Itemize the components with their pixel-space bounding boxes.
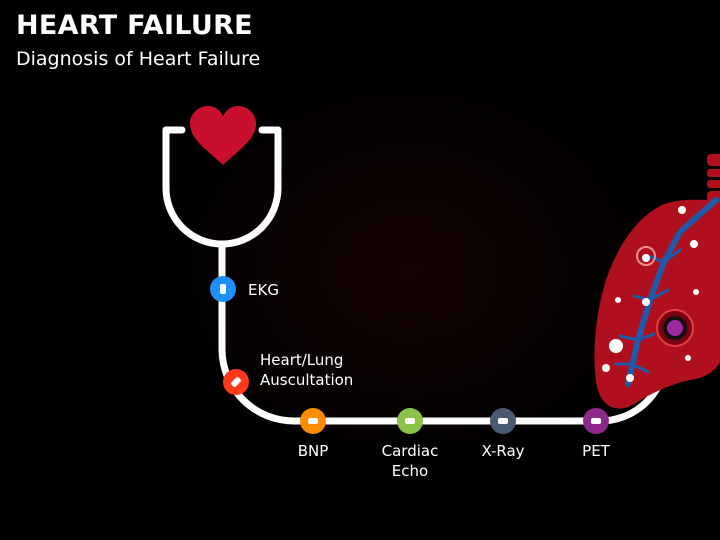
step-marker-4 bbox=[397, 408, 423, 434]
page-title: HEART FAILURE bbox=[16, 10, 253, 41]
step-marker-2 bbox=[223, 369, 249, 395]
lung-icon bbox=[594, 154, 720, 409]
step-marker-3 bbox=[300, 408, 326, 434]
step-label-5: X-Ray bbox=[481, 442, 524, 460]
step-marker-6 bbox=[583, 408, 609, 434]
step-label-3: BNP bbox=[298, 442, 329, 460]
heart-icon bbox=[190, 106, 256, 165]
step-label-1: EKG bbox=[248, 281, 279, 299]
step-label-6: PET bbox=[582, 442, 611, 460]
step-marker-1 bbox=[210, 276, 236, 302]
page-subtitle: Diagnosis of Heart Failure bbox=[16, 48, 261, 70]
step-marker-5 bbox=[490, 408, 516, 434]
